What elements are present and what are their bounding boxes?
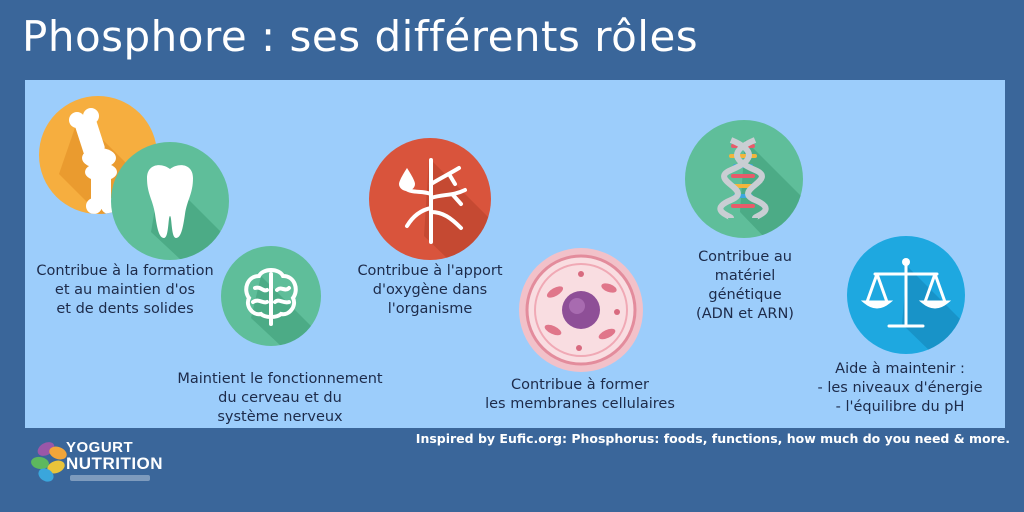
- dna-circle: [685, 120, 803, 238]
- flower-logo-icon: [31, 442, 67, 482]
- caption-genetic-material: Contribue au matériel génétique (ADN et …: [696, 249, 794, 322]
- tooth-circle: [111, 142, 229, 260]
- yogurt-nutrition-logo: YOGURT NUTRITION: [30, 437, 164, 497]
- logo-line-2: NUTRITION: [66, 454, 164, 473]
- brain-icon: [244, 268, 321, 346]
- caption-cell-membranes: Contribue à former les membranes cellula…: [485, 377, 675, 412]
- caption-oxygen: Contribue à l'apport d'oxygène dans l'or…: [357, 263, 503, 317]
- blood-vessel-circle: [369, 138, 491, 260]
- source-credit: Inspired by Eufic.org: Phosphorus: foods…: [415, 431, 1010, 446]
- cell-icon: [525, 254, 637, 366]
- caption-brain: Maintient le fonctionnement du cerveau e…: [177, 371, 383, 425]
- balance-scale-icon: [860, 258, 965, 354]
- roles-panel: Contribue à la formation et au maintien …: [25, 80, 1005, 428]
- dna-icon: [717, 137, 803, 238]
- logo-tagline: [70, 475, 150, 481]
- balance-circle: [847, 236, 965, 354]
- blood-vessel-icon: [399, 158, 491, 260]
- logo-line-1: YOGURT: [66, 439, 134, 456]
- tooth-icon: [147, 165, 229, 260]
- caption-bones-teeth: Contribue à la formation et au maintien …: [36, 263, 214, 317]
- page-title: Phosphore : ses différents rôles: [22, 12, 699, 61]
- cell-circle: [519, 248, 643, 372]
- brain-circle: [221, 246, 321, 346]
- caption-energy-ph: Aide à maintenir : - les niveaux d'énerg…: [817, 361, 983, 415]
